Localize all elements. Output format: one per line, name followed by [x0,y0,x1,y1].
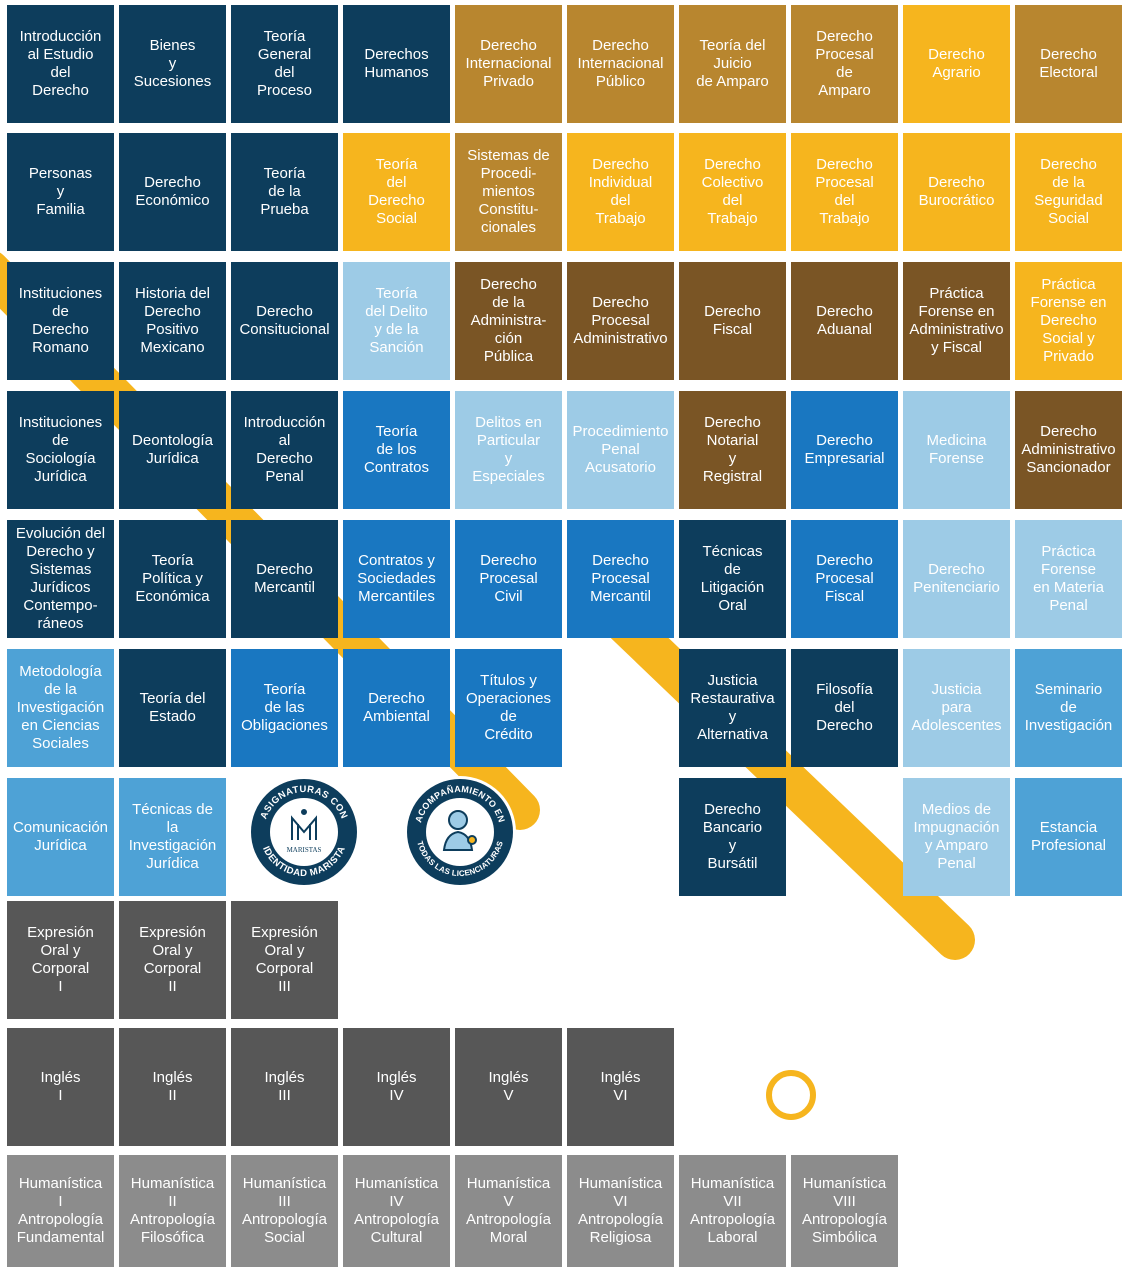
diagonal-stripe-right [580,580,975,960]
course-cell: Deontología Jurídica [119,391,226,509]
course-cell: Práctica Forense en Derecho Social y Pri… [1015,262,1122,380]
course-cell: Teoría de las Obligaciones [231,649,338,767]
course-cell: Derecho Administrativo Sancionador [1015,391,1122,509]
course-cell: Derecho Electoral [1015,5,1122,123]
course-cell: Bienes y Sucesiones [119,5,226,123]
course-cell: Derecho Penitenciario [903,520,1010,638]
course-cell: Derechos Humanos [343,5,450,123]
course-cell: Derecho Ambiental [343,649,450,767]
marist-monogram-icon [291,809,317,840]
course-cell: Sistemas de Procedi- mientos Constitu- c… [455,133,562,251]
course-cell: Teoría del Delito y de la Sanción [343,262,450,380]
course-cell: Derecho Procesal Fiscal [791,520,898,638]
course-cell: Comunicación Jurídica [7,778,114,896]
course-cell: Teoría de los Contratos [343,391,450,509]
course-cell: Humanística II Antropología Filosófica [119,1155,226,1267]
course-cell: Humanística VIII Antropología Simbólica [791,1155,898,1267]
course-cell: Personas y Familia [7,133,114,251]
course-cell: Práctica Forense en Materia Penal [1015,520,1122,638]
course-cell: Seminario de Investigación [1015,649,1122,767]
course-cell: Técnicas de Litigación Oral [679,520,786,638]
course-cell: Derecho Fiscal [679,262,786,380]
course-cell: Expresión Oral y Corporal I [7,901,114,1019]
course-cell: Derecho Empresarial [791,391,898,509]
course-cell: Derecho Bancario y Bursátil [679,778,786,896]
course-cell: Procedimiento Penal Acusatorio [567,391,674,509]
course-cell: Inglés II [119,1028,226,1146]
course-cell: Justicia Restaurativa y Alternativa [679,649,786,767]
course-cell: Teoría del Juicio de Amparo [679,5,786,123]
course-cell: Delitos en Particular y Especiales [455,391,562,509]
course-cell: Medicina Forense [903,391,1010,509]
course-cell: Introducción al Derecho Penal [231,391,338,509]
course-cell: Inglés VI [567,1028,674,1146]
course-cell: Historia del Derecho Positivo Mexicano [119,262,226,380]
course-cell: Derecho Mercantil [231,520,338,638]
acompanamiento-badge: ACOMPAÑAMIENTO EN TODAS LAS LICENCIATURA… [404,776,516,888]
course-cell: Derecho Agrario [903,5,1010,123]
course-cell: Derecho Aduanal [791,262,898,380]
course-cell: Teoría del Estado [119,649,226,767]
course-cell: Humanística I Antropología Fundamental [7,1155,114,1267]
course-cell: Inglés I [7,1028,114,1146]
course-cell: Derecho Individual del Trabajo [567,133,674,251]
course-cell: Estancia Profesional [1015,778,1122,896]
course-cell: Teoría de la Prueba [231,133,338,251]
course-cell: Derecho Notarial y Registral [679,391,786,509]
course-cell: Instituciones de Derecho Romano [7,262,114,380]
course-cell: Teoría Política y Económica [119,520,226,638]
course-cell: Técnicas de la Investigación Jurídica [119,778,226,896]
course-cell: Expresión Oral y Corporal III [231,901,338,1019]
course-cell: Humanística IV Antropología Cultural [343,1155,450,1267]
course-cell: Derecho de la Seguridad Social [1015,133,1122,251]
course-cell: Derecho Internacional Público [567,5,674,123]
course-cell: Contratos y Sociedades Mercantiles [343,520,450,638]
course-cell: Evolución del Derecho y Sistemas Jurídic… [7,520,114,638]
course-cell: Metodología de la Investigación en Cienc… [7,649,114,767]
course-cell: Introducción al Estudio del Derecho [7,5,114,123]
course-cell: Títulos y Operaciones de Crédito [455,649,562,767]
course-cell: Humanística VII Antropología Laboral [679,1155,786,1267]
course-cell: Derecho Procesal Civil [455,520,562,638]
course-cell: Filosofía del Derecho [791,649,898,767]
course-cell: Expresión Oral y Corporal II [119,901,226,1019]
course-cell: Derecho de la Administra- ción Pública [455,262,562,380]
course-cell: Teoría General del Proceso [231,5,338,123]
identidad-marista-badge: ASIGNATURAS CON IDENTIDAD MARISTA MARIST… [248,776,360,888]
course-cell: Justicia para Adolescentes [903,649,1010,767]
course-cell: Derecho Procesal Mercantil [567,520,674,638]
course-cell: Medios de Impugnación y Amparo Penal [903,778,1010,896]
course-cell: Derecho Colectivo del Trabajo [679,133,786,251]
badge-maristas-text: MARISTAS [287,846,322,854]
course-cell: Teoría del Derecho Social [343,133,450,251]
course-cell: Derecho Procesal de Amparo [791,5,898,123]
course-cell: Derecho Internacional Privado [455,5,562,123]
course-cell: Derecho Consitucional [231,262,338,380]
course-cell: Inglés IV [343,1028,450,1146]
course-cell: Derecho Económico [119,133,226,251]
course-cell: Práctica Forense en Administrativo y Fis… [903,262,1010,380]
mentor-figure-icon [442,810,477,851]
course-cell: Derecho Procesal Administrativo [567,262,674,380]
course-cell: Inglés V [455,1028,562,1146]
course-cell: Derecho Burocrático [903,133,1010,251]
course-cell: Instituciones de Sociología Jurídica [7,391,114,509]
decorative-ring [766,1070,816,1120]
course-cell: Derecho Procesal del Trabajo [791,133,898,251]
course-cell: Inglés III [231,1028,338,1146]
course-cell: Humanística VI Antropología Religiosa [567,1155,674,1267]
course-cell: Humanística V Antropología Moral [455,1155,562,1267]
course-cell: Humanística III Antropología Social [231,1155,338,1267]
